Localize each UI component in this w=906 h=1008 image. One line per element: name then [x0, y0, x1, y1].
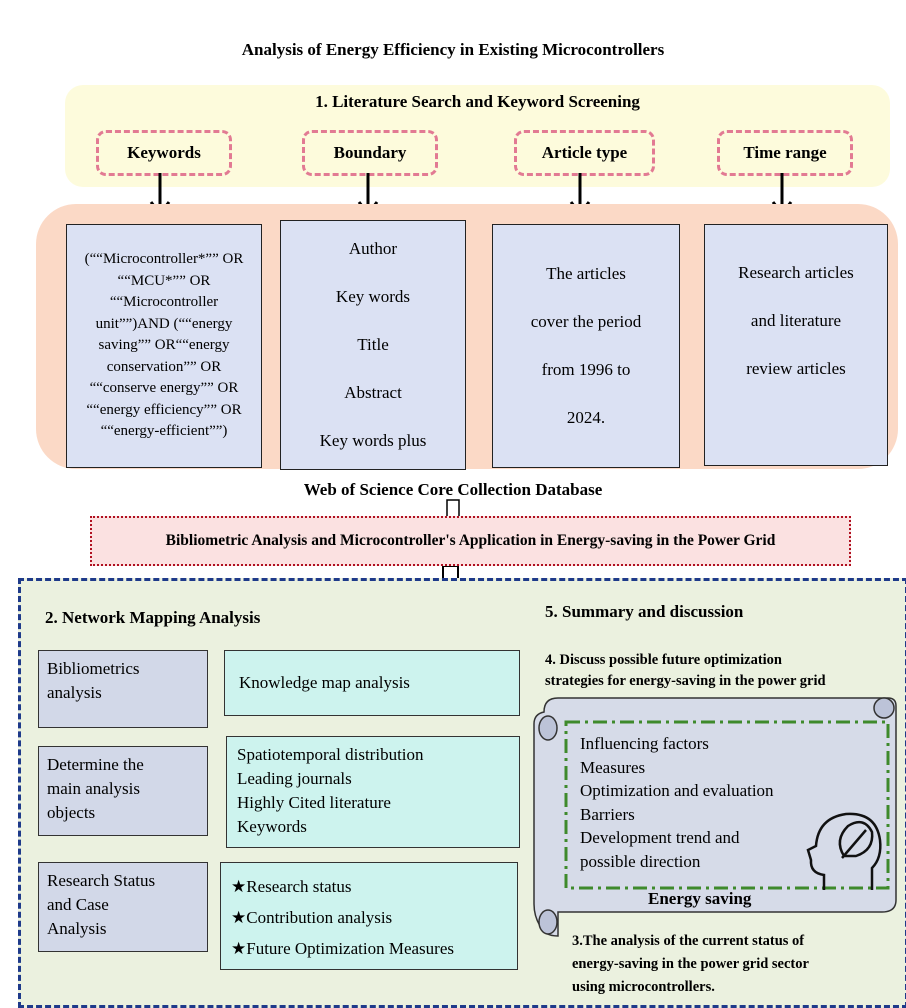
box-line: and Case	[47, 895, 109, 914]
article-type-line: 2024.	[566, 408, 606, 427]
box-line: Determine the	[47, 755, 144, 774]
energy-saving-label: Energy saving	[648, 889, 752, 908]
influencing-item: Barriers	[580, 804, 635, 824]
box-line: main analysis	[47, 779, 141, 798]
query-line: ““energy efficiency”” OR	[86, 401, 242, 418]
distribution-item: Leading journals	[237, 769, 352, 788]
step4-line: 4. Discuss possible future optimization	[545, 652, 782, 668]
literature-heading: 1. Literature Search and Keyword Screeni…	[315, 92, 640, 111]
step3-line: using microcontrollers.	[572, 979, 715, 995]
query-line: unit””)AND (““energy	[95, 315, 233, 332]
tag-time-range: Time range	[717, 130, 853, 176]
bibliometrics-box: Bibliometrics analysis	[38, 650, 208, 728]
box-line: Bibliometrics	[47, 659, 140, 678]
query-line: ““MCU*”” OR	[117, 272, 211, 289]
distribution-box: Spatiotemporal distribution Leading jour…	[226, 736, 520, 848]
influencing-item: Measures	[580, 757, 646, 777]
time-range-line: review articles	[746, 359, 846, 378]
bibliometric-banner: Bibliometric Analysis and Microcontrolle…	[90, 516, 851, 566]
box-line: Research Status	[47, 871, 156, 890]
research-status-box: Research Status and Case Analysis	[38, 862, 208, 952]
results-box: ★Research status ★Contribution analysis …	[220, 862, 518, 970]
result-item: ★Research status	[231, 877, 352, 896]
article-type-box: The articles cover the period from 1996 …	[492, 224, 680, 468]
influencing-item: Development trend and	[580, 828, 740, 847]
time-range-line: Research articles	[738, 263, 854, 282]
time-range-line: and literature	[750, 311, 842, 330]
diagram-title: Analysis of Energy Efficiency in Existin…	[241, 40, 665, 59]
database-label: Web of Science Core Collection Database	[303, 480, 603, 499]
analysis-objects-box: Determine the main analysis objects	[38, 746, 208, 836]
result-item: ★Future Optimization Measures	[231, 939, 454, 958]
tag-article-type: Article type	[514, 130, 655, 176]
article-type-line: cover the period	[530, 312, 642, 331]
boundary-item: Key words plus	[319, 431, 427, 450]
influencing-item: possible direction	[580, 851, 701, 871]
query-line: ““Microcontroller	[109, 294, 219, 311]
boundary-item: Key words	[335, 287, 411, 306]
influencing-list: Influencing factors Measures Optimizatio…	[580, 732, 870, 873]
influencing-item: Optimization and evaluation	[580, 781, 774, 800]
time-range-box: Research articles and literature review …	[704, 224, 888, 466]
step3-line: energy-saving in the power grid sector	[572, 956, 809, 972]
tag-boundary: Boundary	[302, 130, 438, 176]
article-type-line: The articles	[546, 264, 626, 283]
tag-keywords: Keywords	[96, 130, 232, 176]
influencing-item: Influencing factors	[580, 734, 709, 753]
distribution-item: Highly Cited literature	[237, 793, 391, 812]
query-line: conservation”” OR	[106, 358, 222, 375]
distribution-item: Spatiotemporal distribution	[237, 745, 424, 764]
query-line: saving”” OR““energy	[98, 337, 230, 354]
boundary-item: Title	[357, 335, 389, 354]
box-line: Analysis	[47, 919, 107, 938]
summary-heading: 5. Summary and discussion	[545, 602, 744, 621]
scroll-shape	[533, 697, 897, 937]
network-heading: 2. Network Mapping Analysis	[45, 608, 261, 627]
query-line: (““Microcontroller*”” OR	[84, 251, 244, 268]
box-line: objects	[47, 803, 96, 822]
query-box: (““Microcontroller*”” OR ““MCU*”” OR ““M…	[66, 224, 262, 468]
knowledge-map-box: Knowledge map analysis	[224, 650, 520, 716]
box-line: analysis	[47, 683, 102, 702]
boundary-item: Abstract	[344, 383, 402, 402]
step4-note: 4. Discuss possible future optimization …	[545, 650, 905, 692]
step4-line: strategies for energy-saving in the powe…	[545, 673, 826, 689]
step3-line: 3.The analysis of the current status of	[572, 933, 805, 949]
boundary-box: Author Key words Title Abstract Key word…	[280, 220, 466, 470]
step3-note: 3.The analysis of the current status of …	[572, 930, 902, 999]
query-line: ““energy-efficient””)	[100, 423, 228, 440]
head-leaf-icon	[806, 812, 882, 890]
literature-panel	[65, 85, 890, 187]
query-line: ““conserve energy”” OR	[89, 380, 239, 397]
article-type-line: from 1996 to	[541, 360, 631, 379]
distribution-item: Keywords	[237, 817, 307, 836]
boundary-item: Author	[348, 239, 398, 258]
result-item: ★Contribution analysis	[231, 908, 393, 927]
